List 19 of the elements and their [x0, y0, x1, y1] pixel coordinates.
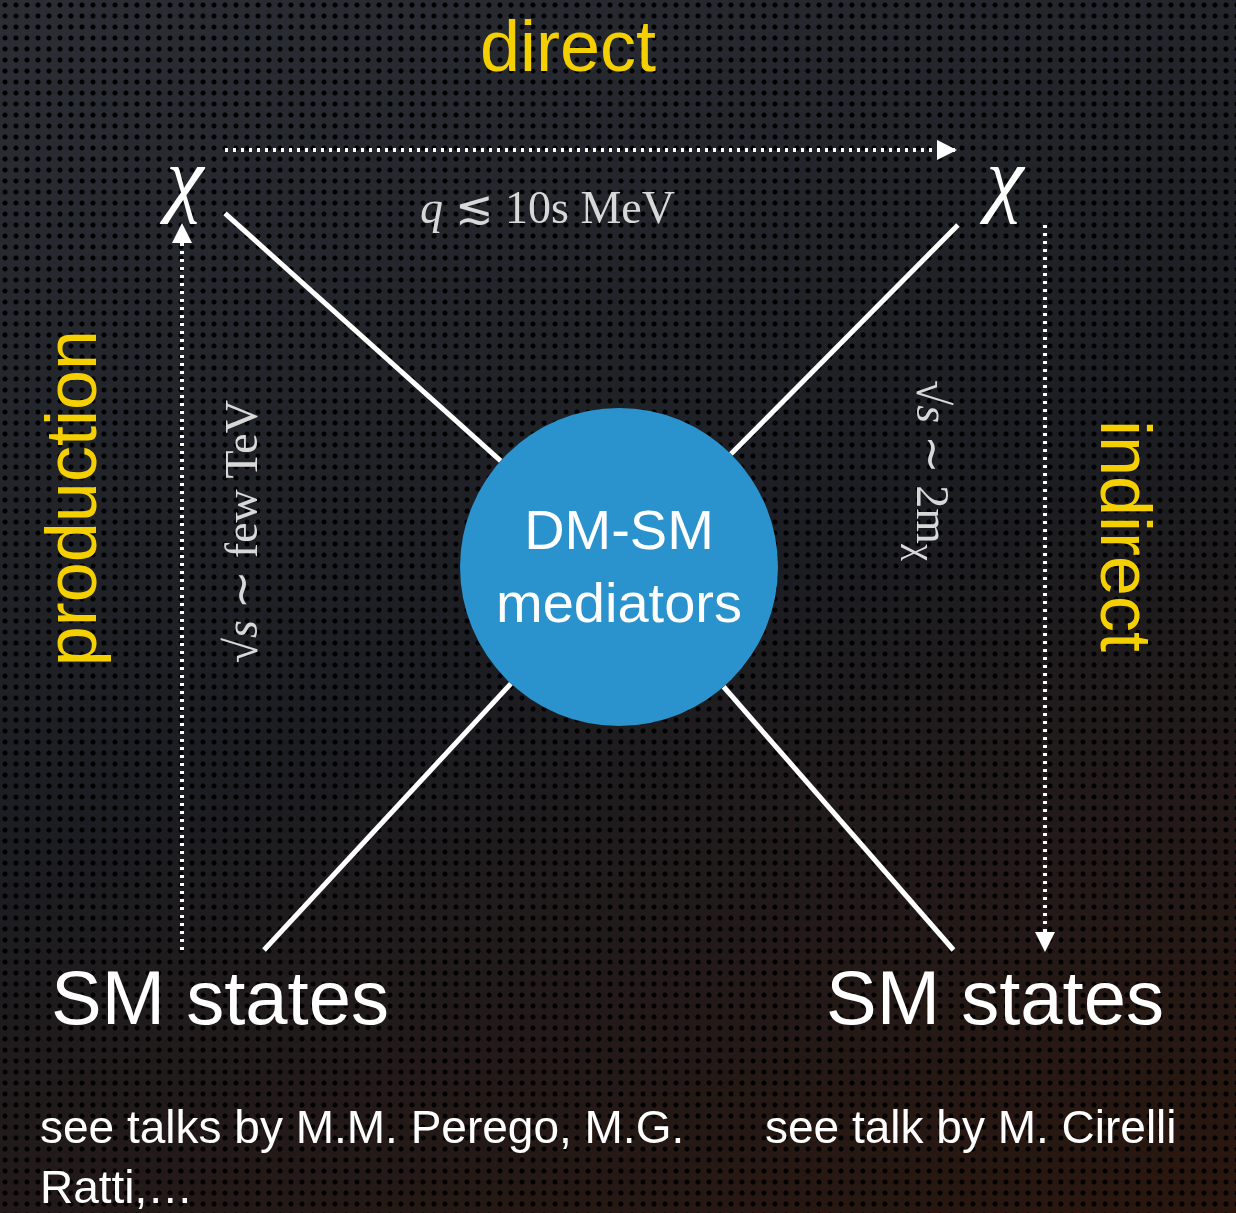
mediator-circle: DM-SM mediators	[460, 408, 778, 726]
heading-label: production	[30, 330, 112, 667]
dotted-arrow	[225, 139, 957, 160]
heading-label: direct	[480, 5, 657, 87]
state-label: SM states	[20, 950, 420, 1045]
dotted-arrow	[1035, 225, 1055, 952]
dotted-arrow	[172, 223, 192, 950]
chi-symbol: χ	[145, 130, 225, 225]
connector-line	[729, 223, 960, 456]
heading-label: indirect	[1085, 420, 1167, 653]
connector-line	[262, 681, 513, 952]
chi-symbol: χ	[955, 130, 1055, 225]
connector-line	[223, 211, 503, 463]
edge-label: √s ∼ few TeV	[215, 400, 268, 664]
note-text: see talks by M.M. Perego, M.G. Ratti,…	[40, 1100, 686, 1213]
state-label: SM states	[795, 950, 1195, 1045]
edge-label: q ≲ 10s MeV	[420, 181, 675, 234]
connector-line	[721, 685, 956, 952]
note-text: see talk by M. Cirelli	[765, 1100, 1178, 1155]
